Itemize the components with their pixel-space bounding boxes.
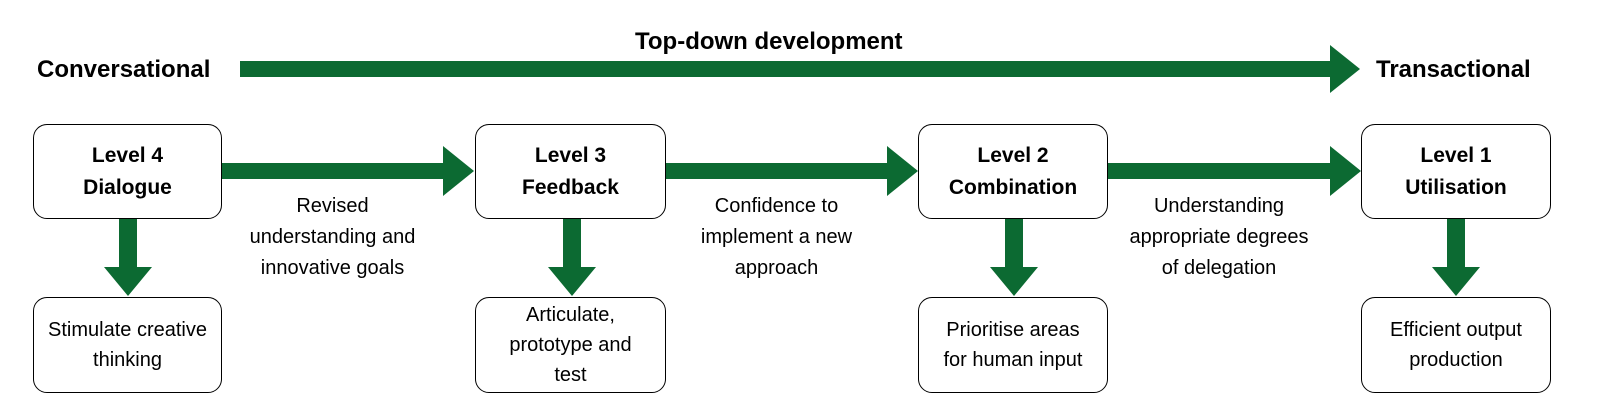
level-2-number: Level 2 <box>977 143 1049 167</box>
transition-line: approach <box>734 257 819 279</box>
transition-line: Confidence to <box>714 195 839 217</box>
level-1-outcome: Efficient output production <box>1390 319 1522 371</box>
level-3-number: Level 3 <box>534 143 607 167</box>
arrow-down-level1 <box>1432 219 1480 296</box>
level-2-outcome: Prioritise areas for human input <box>943 319 1083 371</box>
arrow-level2-to-level1 <box>1108 146 1361 196</box>
transition-line: innovative goals <box>260 257 405 279</box>
level-2-outcome-box: Prioritise areas for human input <box>918 297 1108 393</box>
level-3-box: Level 3 Feedback <box>475 124 666 219</box>
transition-line: of delegation <box>1161 257 1277 279</box>
transition-line: Understanding <box>1153 195 1285 217</box>
level-3-outcome-box: Articulate, prototype and test <box>475 297 666 393</box>
level-1-box: Level 1 Utilisation <box>1361 124 1551 219</box>
conversational-label: Conversational <box>37 56 211 83</box>
transactional-label: Transactional <box>1376 56 1531 83</box>
arrow-down-level2 <box>990 219 1038 296</box>
level-4-number: Level 4 <box>91 143 164 167</box>
arrow-down-level3 <box>548 219 596 296</box>
arrow-down-level4 <box>104 219 152 296</box>
transition-label-4-to-3: Revised understanding and innovative goa… <box>222 191 443 284</box>
level-4-box: Level 4 Dialogue <box>33 124 222 219</box>
transition-label-3-to-2: Confidence to implement a new approach <box>666 191 887 284</box>
level-4-outcome-box: Stimulate creative thinking <box>33 297 222 393</box>
transition-label-2-to-1: Understanding appropriate degrees of del… <box>1108 191 1330 284</box>
level-2-name: Combination <box>948 175 1078 199</box>
top-down-development-label: Top-down development <box>635 28 903 55</box>
level-1-outcome-box: Efficient output production <box>1361 297 1551 393</box>
level-3-outcome: Articulate, prototype and test <box>509 304 632 386</box>
level-4-outcome: Stimulate creative thinking <box>48 319 207 371</box>
transition-line: Revised <box>296 195 369 217</box>
top-down-arrow <box>240 45 1360 93</box>
level-2-box: Level 2 Combination <box>918 124 1108 219</box>
transition-line: understanding and <box>249 226 416 248</box>
transition-line: implement a new <box>700 226 853 248</box>
level-1-name: Utilisation <box>1405 175 1507 199</box>
level-4-name: Dialogue <box>83 175 172 199</box>
arrow-level4-to-level3 <box>222 146 474 196</box>
level-1-number: Level 1 <box>1420 143 1492 167</box>
level-3-name: Feedback <box>522 175 619 199</box>
transition-line: appropriate degrees <box>1129 226 1309 248</box>
arrow-level3-to-level2 <box>666 146 918 196</box>
